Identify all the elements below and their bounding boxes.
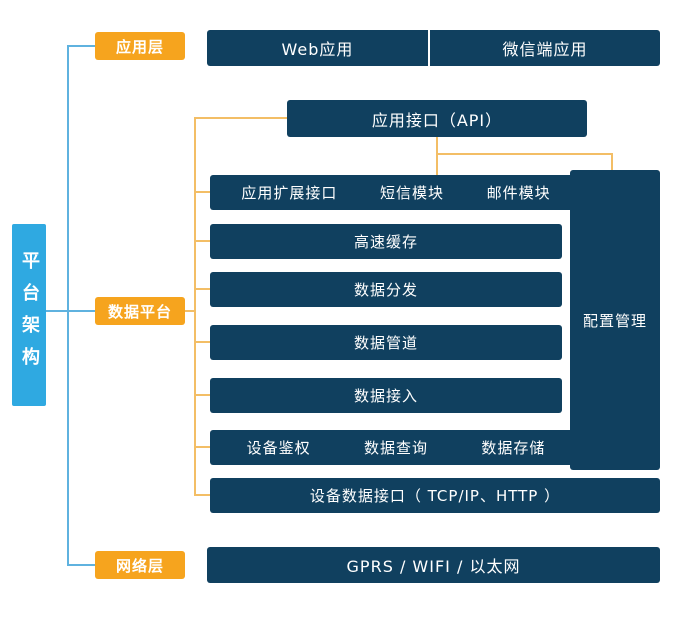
data-query-label: 数据查询 (363, 439, 428, 457)
yellow-connector-to-access (194, 394, 210, 396)
mail-module-label: 邮件模块 (486, 184, 551, 202)
label-app-layer: 应用层 (95, 32, 185, 60)
blue-connector-title-to-data-platform (46, 310, 95, 312)
blue-connector-trunk (67, 45, 69, 566)
yellow-connector-to-row6 (194, 446, 210, 448)
yellow-connector-from-data-platform (185, 310, 195, 312)
device-auth-label: 设备鉴权 (246, 439, 311, 457)
pipeline-box: 数据管道 (210, 325, 562, 360)
label-network-layer: 网络层 (95, 551, 185, 579)
label-data-platform: 数据平台 (95, 297, 185, 325)
application-bar: Web应用 微信端应用 (207, 30, 660, 66)
extension-modules-row: 应用扩展接口 短信模块 邮件模块 (210, 175, 582, 210)
yellow-connector-to-device-interface (194, 494, 210, 496)
yellow-connector-trunk (194, 117, 196, 496)
app-extension-interface-label: 应用扩展接口 (241, 184, 338, 202)
network-bar: GPRS / WIFI / 以太网 (207, 547, 660, 583)
yellow-connector-to-distribute (194, 288, 210, 290)
cache-box: 高速缓存 (210, 224, 562, 259)
yellow-connector-to-row1 (194, 191, 210, 193)
web-app-box: Web应用 (281, 40, 354, 59)
blue-connector-to-network-layer (67, 564, 95, 566)
distribute-box: 数据分发 (210, 272, 562, 307)
yellow-connector-to-cache (194, 240, 210, 242)
yellow-connector-config-drop (611, 153, 613, 171)
sms-module-label: 短信模块 (379, 184, 444, 202)
page-title: 平台架构 (12, 224, 46, 406)
yellow-connector-to-pipeline (194, 341, 210, 343)
access-box: 数据接入 (210, 378, 562, 413)
config-management-box: 配置管理 (570, 170, 660, 470)
api-box: 应用接口（API） (287, 100, 587, 137)
device-services-row: 设备鉴权 数据查询 数据存储 (210, 430, 582, 465)
blue-connector-to-app-layer (67, 45, 95, 47)
wechat-app-box: 微信端应用 (428, 30, 660, 66)
data-storage-label: 数据存储 (481, 439, 546, 457)
yellow-connector-api-drop (436, 137, 438, 175)
yellow-connector-api-to-config (436, 153, 613, 155)
yellow-connector-to-api (194, 117, 287, 119)
device-interface-box: 设备数据接口（ TCP/IP、HTTP ） (210, 478, 660, 513)
